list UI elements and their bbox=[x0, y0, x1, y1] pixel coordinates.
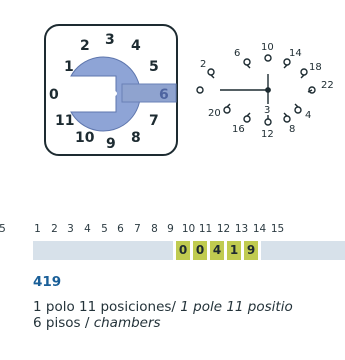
column-number: 10 bbox=[181, 223, 196, 235]
column-number: 5 bbox=[101, 223, 108, 235]
product-code: 419 bbox=[33, 274, 62, 290]
position-label-10: 10 bbox=[75, 130, 95, 146]
column-number: 12 bbox=[216, 223, 231, 235]
strip-blank-left bbox=[33, 241, 173, 260]
description-sep: / bbox=[84, 315, 90, 331]
terminal-label-12: 12 bbox=[261, 129, 274, 140]
column-number: 9 bbox=[167, 223, 174, 235]
column-number: 15 bbox=[270, 223, 285, 235]
code-digit: 0 bbox=[176, 241, 190, 260]
rotary-switch-face: 0 1 2 3 4 5 6 7 8 9 10 11 bbox=[44, 24, 178, 156]
column-number: 3 bbox=[67, 223, 74, 235]
description-en: chambers bbox=[93, 315, 161, 331]
position-label-3: 3 bbox=[105, 32, 115, 48]
terminal-label-3: 3 bbox=[264, 105, 270, 116]
column-number: 14 bbox=[252, 223, 267, 235]
terminal-label-20: 20 bbox=[208, 108, 221, 119]
position-label-6: 6 bbox=[159, 87, 169, 103]
column-number: 11 bbox=[198, 223, 213, 235]
code-digit: 4 bbox=[210, 241, 224, 260]
terminal-label-6: 6 bbox=[234, 48, 240, 59]
code-digit: 0 bbox=[193, 241, 207, 260]
description-sep: / bbox=[171, 299, 176, 315]
terminal-label-4: 4 bbox=[305, 110, 311, 121]
description-es: 1 polo 11 posiciones bbox=[33, 299, 172, 315]
column-number-partial: 5 bbox=[0, 223, 6, 235]
terminal-label-16: 16 bbox=[232, 124, 245, 135]
wiring-diagram: 6 10 14 2 18 22 20 3 4 16 12 8 bbox=[196, 42, 334, 140]
column-number: 1 bbox=[34, 223, 41, 235]
description-en: 1 pole 11 positio bbox=[180, 299, 293, 315]
position-label-9: 9 bbox=[106, 136, 116, 152]
position-label-7: 7 bbox=[149, 113, 159, 129]
position-label-11: 11 bbox=[55, 113, 74, 129]
code-digit: 9 bbox=[244, 241, 258, 260]
code-strip: 0 0 4 1 9 bbox=[0, 241, 345, 260]
column-number: 8 bbox=[151, 223, 158, 235]
column-number: 4 bbox=[84, 223, 91, 235]
position-label-5: 5 bbox=[149, 59, 159, 75]
code-digit: 1 bbox=[227, 241, 241, 260]
column-number: 13 bbox=[234, 223, 249, 235]
description-line-2: 6 pisos / chambers bbox=[33, 315, 161, 331]
column-number: 2 bbox=[51, 223, 58, 235]
position-label-1: 1 bbox=[64, 59, 74, 75]
terminal-label-14: 14 bbox=[289, 48, 302, 59]
strip-blank-right bbox=[261, 241, 345, 260]
position-label-0: 0 bbox=[49, 87, 59, 103]
column-number: 6 bbox=[117, 223, 124, 235]
position-label-8: 8 bbox=[131, 130, 141, 146]
description-line-1: 1 polo 11 posiciones/ 1 pole 11 positio bbox=[33, 299, 293, 315]
terminal-label-8: 8 bbox=[289, 124, 295, 135]
terminal-label-22: 22 bbox=[321, 80, 334, 91]
position-label-4: 4 bbox=[131, 38, 141, 54]
rotary-knob[interactable] bbox=[66, 56, 177, 132]
column-number-row: 5 1 2 3 4 5 6 7 8 9 10 11 12 13 14 15 bbox=[0, 223, 345, 239]
column-number: 7 bbox=[134, 223, 141, 235]
terminal-label-2: 2 bbox=[200, 59, 206, 70]
terminal-label-10: 10 bbox=[261, 42, 274, 53]
description-es: 6 pisos bbox=[33, 315, 81, 331]
terminal-label-18: 18 bbox=[309, 62, 322, 73]
position-label-2: 2 bbox=[80, 38, 90, 54]
